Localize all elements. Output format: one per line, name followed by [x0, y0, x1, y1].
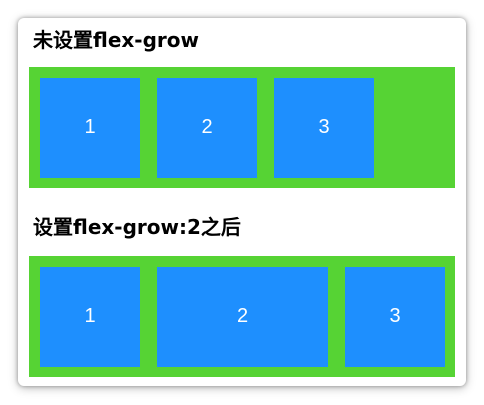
demo-card: 未设置flex-grow 1 2 3 设置flex-grow:2之后 1 2 3: [18, 18, 466, 386]
flex-container-grow-2: 1 2 3: [29, 256, 455, 377]
flex-item-3: 3: [274, 77, 374, 178]
section-heading-no-flex-grow: 未设置flex-grow: [33, 28, 199, 52]
flex-item-3: 3: [345, 266, 445, 367]
flex-item-1: 1: [40, 266, 140, 367]
flex-item-2: 2: [157, 77, 257, 178]
flex-item-2-grown: 2: [157, 266, 328, 367]
section-heading-flex-grow-2: 设置flex-grow:2之后: [33, 215, 241, 239]
flex-item-1: 1: [40, 77, 140, 178]
flex-container-no-grow: 1 2 3: [29, 67, 455, 188]
